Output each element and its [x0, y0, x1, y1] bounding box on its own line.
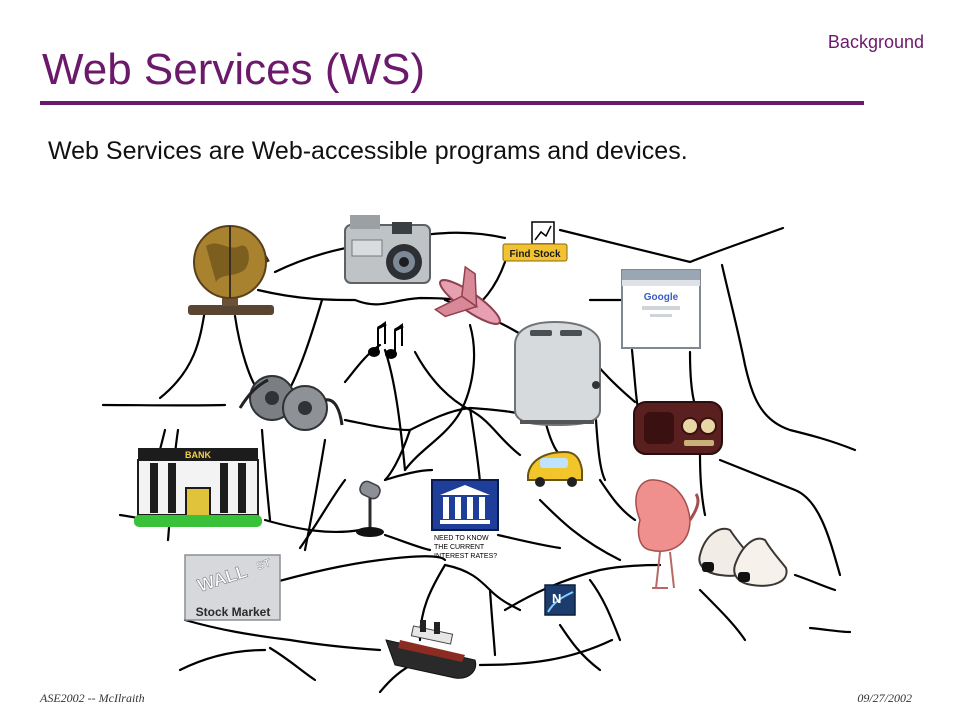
- shoes-icon: [698, 527, 788, 587]
- globe-icon: [188, 225, 274, 315]
- stock-market-label: Stock Market: [196, 605, 271, 619]
- lead-text: Web Services are Web-accessible programs…: [48, 137, 688, 165]
- microphone-icon: [356, 480, 384, 537]
- bank-building-icon: BANK: [134, 448, 262, 527]
- footer-author: ASE2002 -- McIlraith: [40, 691, 145, 705]
- netscape-icon: N: [544, 584, 576, 616]
- wall-street-sign-icon: WALL ST Stock Market: [184, 554, 281, 621]
- music-note-icon: [368, 321, 404, 359]
- find-stock-label: Find Stock: [509, 249, 561, 260]
- radio-icon: [633, 401, 723, 455]
- find-stock-icon: Find Stock: [502, 221, 568, 262]
- airplane-icon: [433, 265, 501, 325]
- browser-google-label: Google: [644, 292, 679, 303]
- title-underline: [40, 101, 864, 105]
- section-tag: Background: [827, 32, 924, 52]
- interest-rates-label: NEED TO KNOW THE CURRENT INTEREST RATES?: [434, 535, 497, 560]
- slide-title: Web Services (WS): [42, 45, 426, 94]
- stock-market-sign-text-2: ST: [255, 557, 272, 573]
- browser-window-icon: Google: [621, 269, 701, 349]
- netscape-label: N: [552, 591, 561, 606]
- ship-icon: [385, 620, 477, 679]
- toaster-icon: [514, 320, 601, 427]
- flamingo-icon: [635, 479, 700, 589]
- footer-date: 09/27/2002: [857, 691, 912, 705]
- bank-label: BANK: [185, 450, 211, 460]
- government-building-icon: NEED TO KNOW THE CURRENT INTEREST RATES?: [431, 479, 499, 560]
- film-reel-icon: [238, 375, 344, 431]
- taxi-icon: [527, 450, 583, 487]
- camera-icon: [344, 215, 431, 284]
